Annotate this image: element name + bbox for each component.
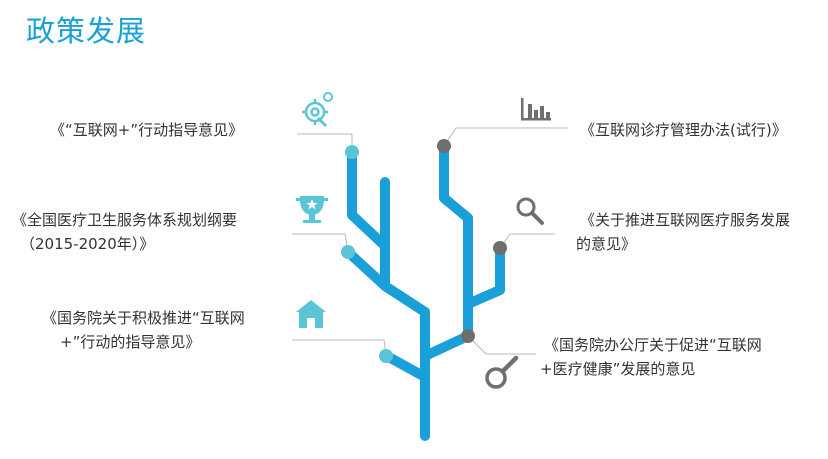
policy-left-2-line1: 《全国医疗卫生服务体系规划纲要 [12, 211, 238, 229]
policy-right-2-line2: 的意见》 [576, 235, 637, 253]
node-right3 [461, 329, 475, 343]
node-left2 [341, 245, 355, 259]
tree-trunk [347, 153, 430, 441]
gear-icon [302, 92, 333, 128]
policy-right-3-line2: +医疗健康”发展的意见 [540, 360, 696, 378]
policy-right-1: 《互联网诊疗管理办法(试行)》 [580, 121, 787, 139]
page-title: 政策发展 [26, 14, 147, 48]
trophy-icon [296, 196, 328, 223]
policy-left-3-line1: 《国务院关于积极推进“互联网 [42, 309, 245, 327]
branch-left-middle [344, 248, 390, 291]
policy-left-2-line2: （2015-2020年）》 [20, 235, 155, 253]
policy-left-1: 《“互联网+”行动指导意见》 [50, 121, 244, 139]
node-right1 [437, 139, 451, 153]
magnifier-icon [516, 197, 544, 225]
house-icon [296, 300, 326, 328]
bar-chart-icon [521, 98, 551, 121]
branch-right [420, 141, 473, 361]
policy-left-3-line2: +”行动的指导意见》 [60, 333, 201, 351]
policy-right-2-line1: 《关于推进互联网医疗服务发展 [580, 211, 791, 229]
node-left3 [379, 349, 393, 363]
magnifier-large-icon [485, 355, 519, 389]
node-right2 [493, 241, 507, 255]
branch-right-mid [463, 243, 505, 309]
node-left1 [345, 145, 359, 159]
policy-right-3-line1: 《国务院办公厅关于促进“互联网 [544, 336, 762, 354]
